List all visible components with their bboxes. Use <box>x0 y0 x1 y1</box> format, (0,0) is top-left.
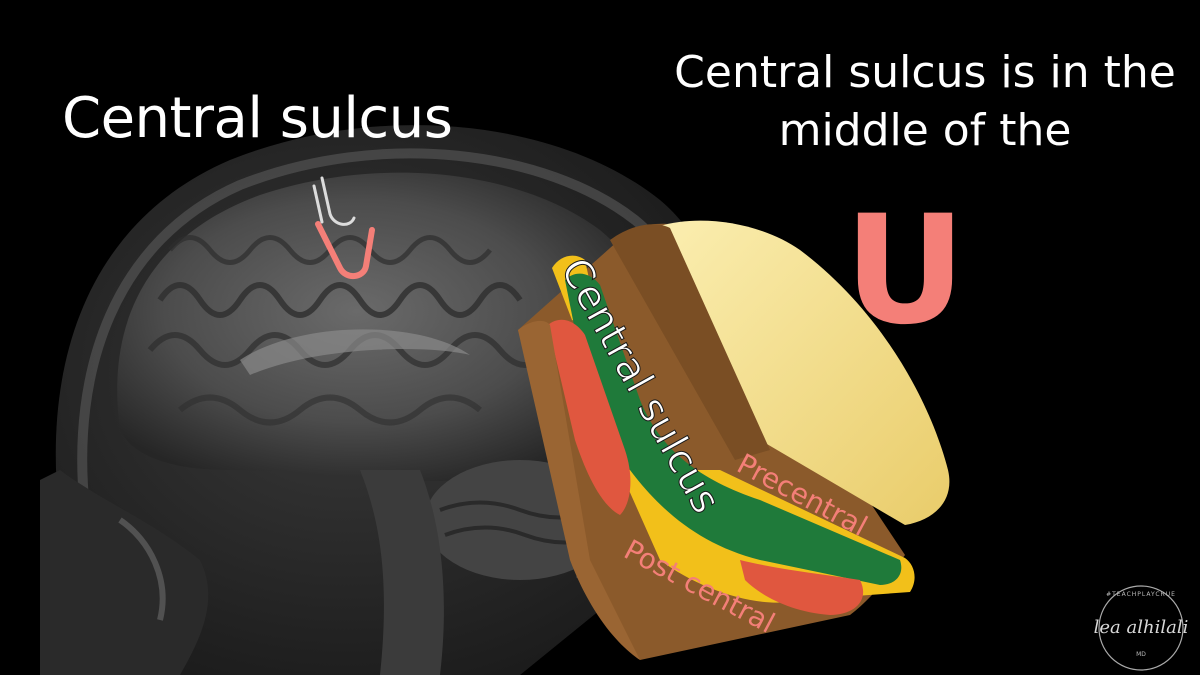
watermark-suffix: MD <box>1136 651 1146 658</box>
title-middle-of-u: Central sulcus is in the middle of the <box>674 47 1176 156</box>
watermark-signature: lea alhilali <box>1093 617 1189 638</box>
title-central-sulcus: Central sulcus <box>62 86 453 151</box>
sandwich-diagram <box>518 220 950 660</box>
sulcus-u-marker <box>312 176 375 279</box>
watermark-ring <box>1098 585 1184 671</box>
big-u-letter: U <box>844 184 966 358</box>
author-watermark: #TEACHPLAYCRUE lea alhilali MD <box>1088 585 1194 671</box>
watermark-tagline: #TEACHPLAYCRUE <box>1106 591 1176 598</box>
